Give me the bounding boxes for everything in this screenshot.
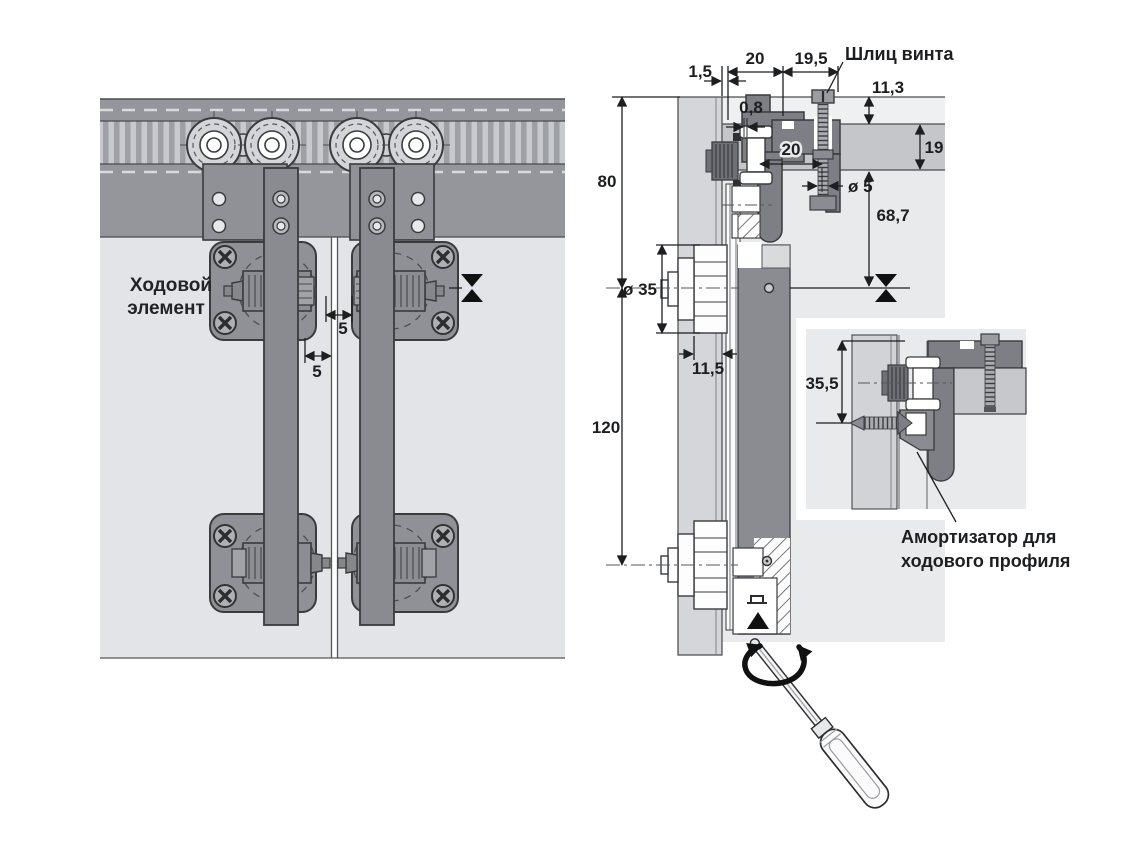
running-track [100,98,565,237]
screwdriver [742,638,890,809]
dim-20-track: 20 [746,49,765,68]
running-element-label-line2: элемент [127,298,205,319]
door-section [732,242,791,635]
suspension-screw [809,89,837,211]
phillips-screw-icon [213,524,237,548]
adjustment-symbol-icon [449,274,483,302]
phillips-screw-icon [431,311,455,335]
drum-turret-upper [660,244,728,334]
front-view-dimensions [304,296,353,363]
dim-0-8: 0,8 [739,98,763,117]
adjust-direction-icon [747,612,769,629]
dim-68-7: 68,7 [876,206,909,225]
dim-dia-5: ø 5 [848,177,873,196]
phillips-screw-icon [213,311,237,335]
dim-35-5: 35,5 [805,374,838,393]
hanger-straps [263,167,395,626]
clamp-bracket [722,185,772,239]
phillips-screw-icon [431,524,455,548]
inset-damper-screw [848,410,913,436]
phillips-screw-icon [431,584,455,608]
inset-detail: 35,5 Амортизатор для ходового профиля [796,318,1070,571]
dim-19: 19 [925,138,944,157]
mounting-screws [213,245,455,608]
damper-label-line2: ходового профиля [901,551,1070,571]
roller-wheel [323,111,391,179]
front-view: Ходовой элемент 5 5 [100,98,565,659]
dim-20-screw: 20 [782,140,801,159]
phillips-screw-icon [431,245,455,269]
dim-1-5: 1,5 [688,62,712,81]
inset-screw-vertical [980,333,1000,412]
dim-11-3: 11,3 [872,78,904,97]
dim-upper-gap: 5 [338,319,347,338]
dim-80: 80 [598,172,617,191]
phillips-screw-icon [213,584,237,608]
adjustment-symbol-icon [875,274,897,302]
rotation-arrow-icon [742,643,813,687]
roller-wheel [180,111,248,179]
phillips-screw-icon [213,245,237,269]
dim-dia-35: ø 35 [623,280,657,299]
dim-120: 120 [592,418,620,437]
dim-lower-gap: 5 [312,362,321,381]
side-view-dimensions [612,61,926,566]
running-element-label-line1: Ходовой [130,275,212,296]
roller-wheel [238,111,306,179]
damper-label-line1: Амортизатор для [901,527,1056,547]
inset-dimensions [816,340,957,523]
roller-pairs [180,111,450,179]
dim-19-5: 19,5 [794,49,827,68]
dim-11-5: 11,5 [692,359,724,378]
screw-slot-label: Шлиц винта [845,44,954,64]
